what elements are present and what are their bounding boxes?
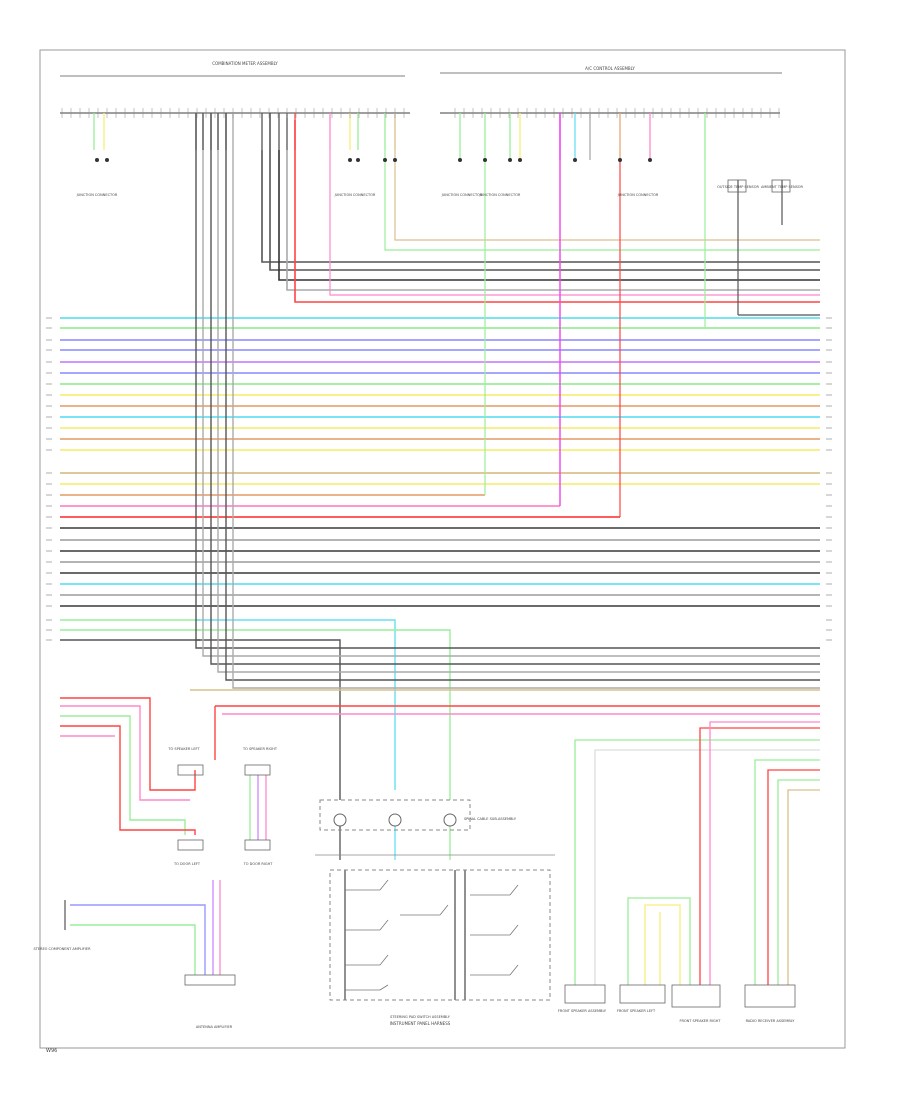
steering-switch-box xyxy=(329,869,551,1001)
sensor-body xyxy=(727,179,747,193)
splice-point xyxy=(333,813,347,827)
connector-terminal xyxy=(95,158,99,162)
bottom-5-label: ANTENNA AMPLIFIER xyxy=(196,1025,233,1029)
wire xyxy=(70,924,196,975)
right-conn-3-label: JUNCTION CONNECTOR xyxy=(617,193,659,197)
wire xyxy=(60,697,196,791)
connector-terminal xyxy=(573,158,577,162)
wire xyxy=(777,779,820,985)
connector-box xyxy=(244,839,271,851)
wire xyxy=(294,120,820,303)
steering-switch-label: STEERING PAD SWITCH ASSEMBLY xyxy=(390,1015,451,1019)
footer-center-label: INSTRUMENT PANEL HARNESS xyxy=(390,1021,451,1026)
diagram-frame xyxy=(39,49,846,1049)
wire xyxy=(709,721,820,985)
wire xyxy=(195,629,451,800)
wire xyxy=(195,639,341,800)
mid-conn-3-label: TO DOOR LEFT xyxy=(173,862,201,866)
spiral-cable-box xyxy=(319,799,471,831)
bottom-3-label: FRONT SPEAKER RIGHT xyxy=(679,1019,721,1023)
component-body xyxy=(671,984,721,1008)
connector-box xyxy=(177,839,204,851)
wire xyxy=(384,150,820,251)
wire xyxy=(574,739,820,985)
connector-box xyxy=(177,764,204,776)
wire xyxy=(195,619,396,790)
wire xyxy=(60,705,190,801)
connector-box xyxy=(184,974,236,986)
vertical-wires xyxy=(93,113,796,1008)
bottom-1-label: FRONT SPEAKER ASSEMBLY xyxy=(558,1009,607,1013)
wire xyxy=(225,113,820,681)
connector-box xyxy=(244,764,271,776)
splice-point xyxy=(388,813,402,827)
wire xyxy=(627,897,691,985)
wire xyxy=(195,113,820,649)
bottom-4-label: RADIO RECEIVER ASSEMBLY xyxy=(746,1019,796,1023)
wire xyxy=(261,150,820,263)
wire xyxy=(70,904,206,975)
bottom-2-label: FRONT SPEAKER LEFT xyxy=(617,1009,656,1013)
wire xyxy=(278,150,820,281)
component-body xyxy=(744,984,796,1008)
connector-terminal xyxy=(105,158,109,162)
connector-terminal xyxy=(348,158,352,162)
wire xyxy=(202,113,820,657)
splice-point xyxy=(443,813,457,827)
connector-terminal xyxy=(393,158,397,162)
component-body xyxy=(619,984,666,1004)
wire xyxy=(644,904,681,985)
wire xyxy=(329,150,820,296)
left-bottom-label: STEREO COMPONENT AMPLIFIER xyxy=(33,947,91,951)
switch-contact xyxy=(379,879,389,891)
header-right-label: A/C CONTROL ASSEMBLY xyxy=(585,66,635,71)
wire xyxy=(394,150,820,241)
right-conn-2-label: JUNCTION CONNECTOR xyxy=(479,193,521,197)
connector-terminal xyxy=(508,158,512,162)
left-conn-1-label: JUNCTION CONNECTOR xyxy=(76,193,118,197)
right-conn-4-label: OUTSIDE TEMP SENSOR xyxy=(717,185,759,189)
wire xyxy=(699,727,820,985)
switch-contact xyxy=(509,964,519,976)
switch-contact xyxy=(379,984,389,991)
wire xyxy=(754,759,820,985)
wire xyxy=(286,150,820,291)
right-conn-1-label: JUNCTION CONNECTOR xyxy=(441,193,483,197)
header-left-label: COMBINATION METER ASSEMBLY xyxy=(212,61,278,66)
left-conn-2-label: JUNCTION CONNECTOR xyxy=(334,193,376,197)
right-conn-5-label: AMBIENT TEMP SENSOR xyxy=(761,185,804,189)
wire xyxy=(269,150,820,271)
mid-conn-2-label: TO SPEAKER RIGHT xyxy=(242,747,278,751)
connector-terminal xyxy=(383,158,387,162)
wire xyxy=(217,113,820,673)
wire xyxy=(767,769,820,985)
connector-terminal xyxy=(356,158,360,162)
horizontal-wires xyxy=(60,113,820,1000)
switch-contact xyxy=(509,884,519,896)
switch-contact xyxy=(439,904,449,916)
wire xyxy=(594,749,820,985)
switch-contact xyxy=(379,954,389,966)
sensor-body xyxy=(771,179,791,193)
switch-contact xyxy=(509,924,519,936)
footer-code: W96 xyxy=(46,1048,57,1054)
switch-contact xyxy=(379,919,389,931)
wire xyxy=(232,113,820,689)
mid-conn-4-label: TO DOOR RIGHT xyxy=(243,862,274,866)
connector-terminal xyxy=(458,158,462,162)
wire xyxy=(60,715,186,835)
spiral-cable-label: SPIRAL CABLE SUB-ASSEMBLY xyxy=(464,817,517,821)
wire xyxy=(210,113,820,665)
connector-terminal xyxy=(483,158,487,162)
connector-terminal xyxy=(648,158,652,162)
mid-conn-1-label: TO SPEAKER LEFT xyxy=(167,747,200,751)
pin-labels xyxy=(46,108,832,641)
connector-terminal xyxy=(518,158,522,162)
component-body xyxy=(564,984,606,1004)
connector-terminal xyxy=(618,158,622,162)
wire xyxy=(787,789,820,985)
wire xyxy=(60,725,196,835)
